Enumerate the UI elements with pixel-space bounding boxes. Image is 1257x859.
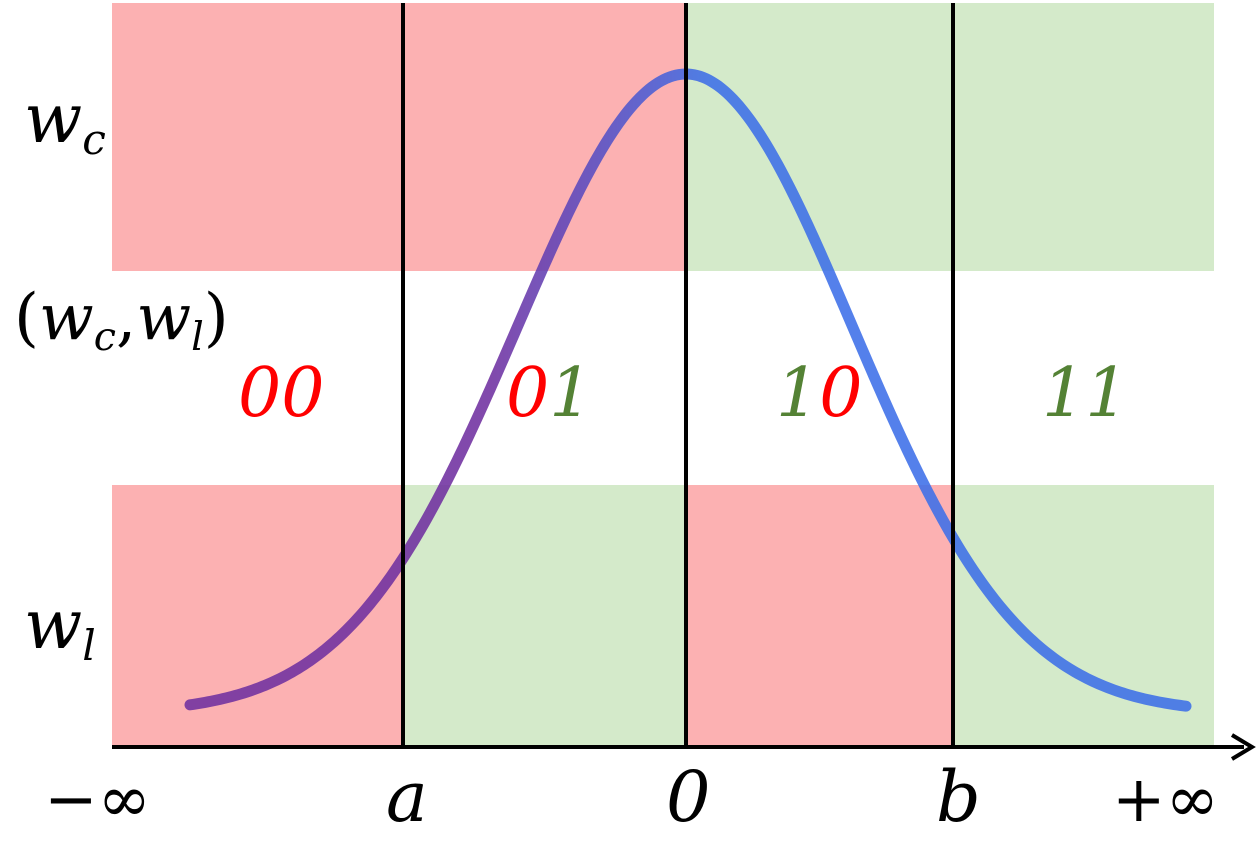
- tick-label-zero: 0: [666, 756, 711, 838]
- tick-label-pos-infinity: +∞: [1112, 763, 1219, 837]
- wl-region-01: [403, 485, 686, 747]
- code-11-bit-l: 1: [1085, 354, 1129, 433]
- code-11-bit-c: 1: [1042, 354, 1086, 433]
- code-00-bit-c: 0: [238, 354, 282, 433]
- tick-label-a: a: [386, 756, 428, 838]
- code-label-11: 11: [1042, 360, 1129, 428]
- code-01-bit-l: 1: [549, 354, 593, 433]
- code-01-bit-c: 0: [506, 354, 550, 433]
- tick-label-neg-infinity: −∞: [44, 763, 151, 837]
- pair-row-label: (wc,wl): [14, 281, 229, 361]
- x-axis-arrowhead: [1230, 733, 1256, 761]
- code-00-bit-l: 0: [281, 354, 325, 433]
- code-label-01: 01: [506, 360, 593, 428]
- wl-region-10: [686, 485, 953, 747]
- wc-region-00: [112, 3, 403, 271]
- code-10-bit-l: 0: [819, 354, 863, 433]
- wc-band: [112, 3, 1214, 271]
- code-10-bit-c: 1: [776, 354, 820, 433]
- code-label-00: 00: [238, 360, 325, 428]
- code-label-10: 10: [776, 360, 863, 428]
- wl-row-label: wl: [24, 586, 96, 670]
- wl-band: [112, 485, 1214, 747]
- wc-region-11: [953, 3, 1214, 271]
- tick-label-b: b: [936, 756, 981, 838]
- wc-region-01: [403, 3, 686, 271]
- wc-region-10: [686, 3, 953, 271]
- wc-row-label: wc: [24, 80, 106, 164]
